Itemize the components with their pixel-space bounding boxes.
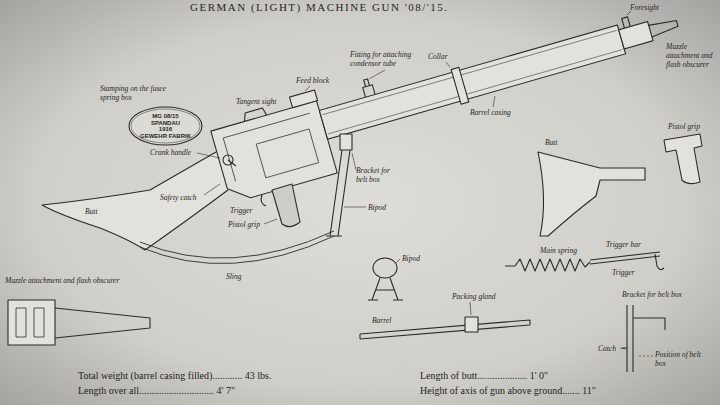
spec-line: Total weight (barrel casing filled).....… <box>78 370 271 382</box>
part-label: Safety catch <box>160 193 196 202</box>
part-label: Position of belt box <box>655 350 711 368</box>
stock-outline <box>42 152 228 250</box>
part-label: Feed block <box>296 76 329 85</box>
stamp-text: MG 08/15 <box>140 113 191 120</box>
spec-line: Height of axis of gun above ground......… <box>420 385 596 397</box>
leader-lines <box>197 11 653 356</box>
stamp-oval: MG 08/15SPANDAU1916GEWEHR FABRIK <box>128 106 203 146</box>
part-label: Crank handle <box>150 148 191 157</box>
part-label: Muzzle attachment and flash obscurer <box>666 42 716 69</box>
spec-line: Length over all.........................… <box>78 385 235 397</box>
part-label: Trigger <box>230 206 253 215</box>
part-label: Barrel casing <box>470 108 511 117</box>
part-label: Muzzle attachment and flash obscurer <box>5 276 119 285</box>
part-label: Tangent sight <box>236 97 276 106</box>
part-label: Catch <box>598 344 616 353</box>
part-label: Bipod <box>402 254 420 263</box>
gun-drawing <box>8 0 702 372</box>
part-label: Trigger bar <box>606 240 641 249</box>
part-label: Pistol grip <box>228 220 260 229</box>
part-label: Butt <box>545 138 558 147</box>
part-label: Barrel <box>372 316 391 325</box>
part-label: Bipod <box>368 203 386 212</box>
stamp-ellipse <box>129 107 202 145</box>
part-label: Fitting for attaching condensor tube <box>350 50 422 68</box>
part-label: Main spring <box>540 246 577 255</box>
part-label: Collar <box>428 52 448 61</box>
stamp-text: GEWEHR FABRIK <box>140 133 191 140</box>
spec-line: Length of butt.................... 1' 0" <box>420 370 548 382</box>
part-label: Stamping on the fusee spring box <box>100 84 182 102</box>
diagram-title: GERMAN (LIGHT) MACHINE GUN '08/'15. <box>190 1 448 13</box>
stamp-text: 1916 <box>140 126 191 133</box>
part-label: Sling <box>226 272 241 281</box>
part-label: Butt <box>85 207 98 216</box>
part-label: Foresight <box>630 3 659 12</box>
part-label: Bracket for belt box <box>356 166 402 184</box>
part-label: Trigger <box>612 268 635 277</box>
stamp-text: SPANDAU <box>140 120 191 127</box>
part-label: Packing gland <box>452 292 496 301</box>
part-label: Bracket for belt box <box>622 290 682 299</box>
stamp-inner-ring <box>131 109 200 143</box>
part-label: Pistol grip <box>668 122 700 131</box>
